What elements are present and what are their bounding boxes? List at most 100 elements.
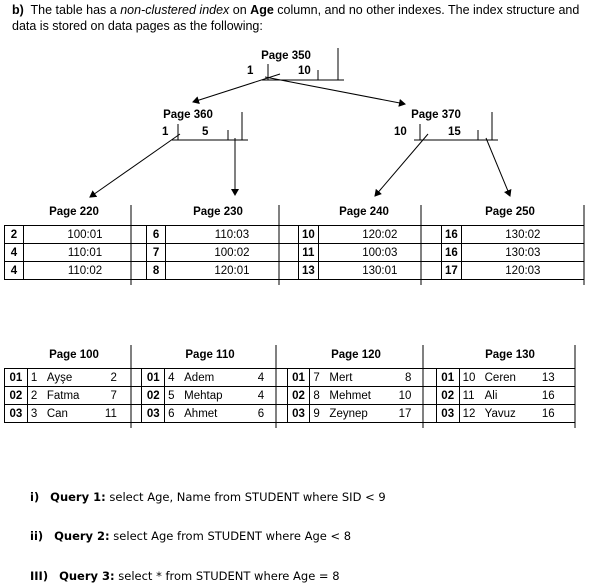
age: 17 <box>398 407 412 420</box>
leaf-pages-table: 2 100:01 6 110:03 10 120:02 16 130:02 4 … <box>4 225 584 280</box>
slot-number: 03 <box>286 404 311 423</box>
leaf-key: 8 <box>146 261 166 280</box>
slot-number: 03 <box>141 404 166 423</box>
leaf-rid: 100:01 <box>23 225 147 244</box>
leaf-rid: 130:01 <box>318 261 442 280</box>
leaf-key: 17 <box>440 261 462 280</box>
sid: 9 <box>313 407 320 420</box>
leaf-key: 11 <box>297 243 319 262</box>
leaf-rid: 110:02 <box>23 261 147 280</box>
age: 16 <box>541 389 555 402</box>
query-sql: select * from STUDENT where Age = 8 <box>114 569 340 583</box>
query-2: ii) Query 2: select Age from STUDENT whe… <box>30 529 351 543</box>
student-name: Yavuz <box>484 407 516 420</box>
record-cell: 9 Zeynep 17 <box>309 404 437 423</box>
age: 6 <box>257 407 265 420</box>
slot-number: 01 <box>435 368 460 387</box>
slot-number: 03 <box>435 404 460 423</box>
student-name: Fatma <box>46 389 80 402</box>
sid: 1 <box>30 371 38 384</box>
intro-text-2: on <box>229 3 251 17</box>
record-cell: 8 Mehmet 10 <box>309 386 437 405</box>
leaf-key: 7 <box>146 243 166 262</box>
slot-number: 02 <box>435 386 460 405</box>
leaf-rid: 120:03 <box>461 261 584 280</box>
query-number: i) <box>30 490 40 504</box>
leaf-key: 16 <box>440 243 462 262</box>
leaf-rid: 100:03 <box>318 243 442 262</box>
right-node-page-label: Page 370 <box>411 109 461 121</box>
student-name: Ayşe <box>46 371 73 384</box>
leaf-page-label: Page 220 <box>49 206 99 218</box>
intro-text-1: The table has a <box>30 3 121 17</box>
sid: 5 <box>168 389 175 402</box>
age: 4 <box>257 389 265 402</box>
slot-number: 01 <box>141 368 166 387</box>
query-label: Query 3: <box>59 569 115 583</box>
sid: 12 <box>462 407 476 420</box>
leaf-rid: 130:03 <box>461 243 584 262</box>
student-name: Ahmet <box>184 407 218 420</box>
leaf-rid: 120:02 <box>318 225 442 244</box>
left-node-page-label: Page 360 <box>163 109 213 121</box>
leaf-rid: 110:03 <box>165 225 299 244</box>
leaf-rid: 130:02 <box>461 225 584 244</box>
left-node-right-key: 5 <box>202 126 209 138</box>
root-right-key: 10 <box>298 65 311 77</box>
leaf-key: 6 <box>146 225 166 244</box>
age: 8 <box>405 371 412 384</box>
leaf-rid: 120:01 <box>165 261 299 280</box>
record-cell: 12 Yavuz 16 <box>459 404 575 423</box>
age: 11 <box>104 407 117 420</box>
intro-italic: non-clustered index <box>120 3 230 17</box>
data-page-label: Page 130 <box>485 349 535 361</box>
slot-number: 02 <box>141 386 166 405</box>
intro-paragraph: b) The table has a non-clustered index o… <box>12 2 597 34</box>
query-number: III) <box>30 569 49 583</box>
leaf-page-label: Page 230 <box>193 206 243 218</box>
age: 13 <box>541 371 555 384</box>
query-label: Query 1: <box>50 490 106 504</box>
data-page-label: Page 100 <box>49 349 99 361</box>
leaf-key: 4 <box>4 243 24 262</box>
right-node-left-key: 10 <box>394 126 407 138</box>
student-name: Zeynep <box>329 407 368 420</box>
record-cell: 1 Ayşe 2 <box>27 368 142 387</box>
age: 2 <box>110 371 117 384</box>
student-name: Mehmet <box>329 389 371 402</box>
data-page-label: Page 110 <box>185 349 235 361</box>
age: 10 <box>398 389 412 402</box>
sid: 8 <box>313 389 320 402</box>
record-cell: 11 Ali 16 <box>459 386 575 405</box>
student-name: Ali <box>484 389 498 402</box>
leaf-page-label: Page 240 <box>339 206 389 218</box>
age: 7 <box>110 389 117 402</box>
slot-number: 03 <box>4 404 28 423</box>
left-node-left-key: 1 <box>162 126 169 138</box>
age: 16 <box>541 407 555 420</box>
leaf-key: 16 <box>440 225 462 244</box>
leaf-key: 2 <box>4 225 24 244</box>
query-label: Query 2: <box>54 529 110 543</box>
leaf-key: 10 <box>297 225 319 244</box>
sid: 11 <box>462 389 475 402</box>
student-name: Ceren <box>484 371 516 384</box>
leaf-page-label: Page 250 <box>485 206 535 218</box>
query-sql: select Age, Name from STUDENT where SID … <box>105 490 386 504</box>
age: 4 <box>257 371 265 384</box>
student-name: Adem <box>184 371 215 384</box>
query-sql: select Age from STUDENT where Age < 8 <box>109 529 352 543</box>
leaf-rid: 100:02 <box>165 243 299 262</box>
query-1: i) Query 1: select Age, Name from STUDEN… <box>30 490 386 504</box>
leaf-key: 13 <box>297 261 319 280</box>
right-node-right-key: 15 <box>448 126 461 138</box>
table-row: 4 110:02 8 120:01 13 130:01 17 120:03 <box>4 261 584 280</box>
